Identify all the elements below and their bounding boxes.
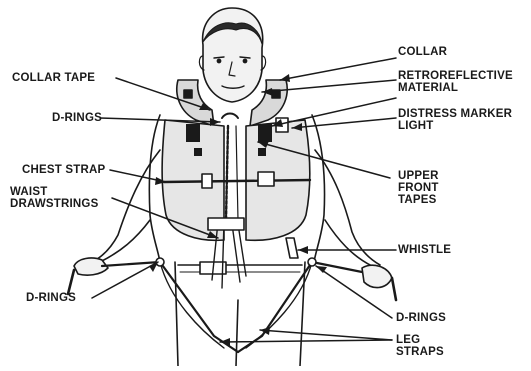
label-waist-drawstrings: WAIST DRAWSTRINGS xyxy=(10,186,98,210)
label-whistle: WHISTLE xyxy=(398,244,451,256)
label-collar: COLLAR xyxy=(398,46,447,58)
label-upper-front-tapes: UPPER FRONT TAPES xyxy=(398,170,439,206)
label-retroreflective-material: RETROREFLECTIVE MATERIAL xyxy=(398,70,513,94)
vest-body xyxy=(162,114,310,289)
label-distress-marker-light: DISTRESS MARKER LIGHT xyxy=(398,108,512,132)
label-d-rings-right: D-RINGS xyxy=(396,312,446,324)
label-d-rings-upper: D-RINGS xyxy=(52,112,102,124)
label-leg-straps: LEG STRAPS xyxy=(396,334,444,358)
head xyxy=(199,8,265,102)
leader-lines xyxy=(92,58,396,342)
label-collar-tape: COLLAR TAPE xyxy=(12,72,95,84)
label-chest-strap: CHEST STRAP xyxy=(22,164,105,176)
label-d-rings-lower-left: D-RINGS xyxy=(26,292,76,304)
